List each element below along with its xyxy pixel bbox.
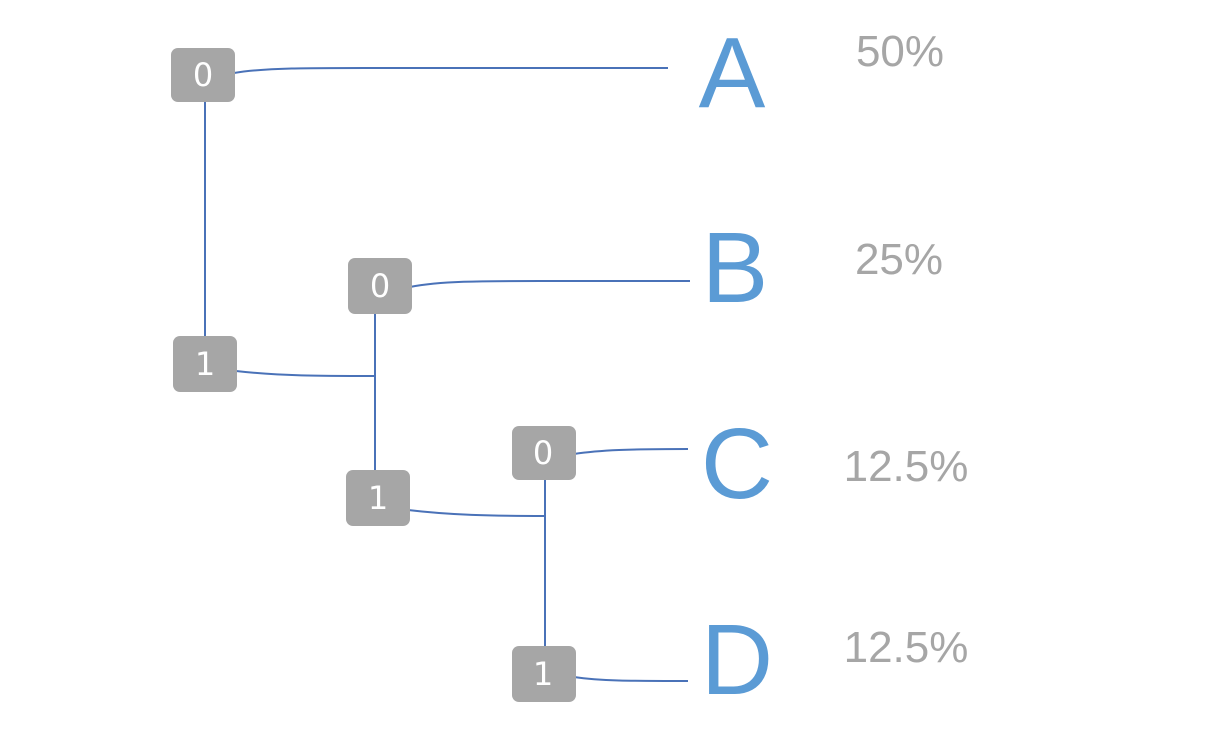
leaf-a-label: A: [699, 17, 766, 129]
leaf-b-label: B: [702, 212, 769, 324]
node-label: 1: [533, 655, 553, 693]
node-n110: 0: [512, 426, 576, 480]
edges: [204, 66, 690, 682]
leaf-c-label: C: [701, 408, 773, 520]
node-label: 1: [368, 479, 388, 517]
probability-a: 50%: [856, 27, 944, 76]
probability-c: 12.5%: [844, 442, 969, 491]
node-label: 1: [195, 345, 215, 383]
probability-b: 25%: [855, 235, 943, 284]
node-label: 0: [193, 56, 213, 94]
edge-n110-C: [573, 448, 689, 455]
edge-n1-junction: [235, 370, 376, 377]
edge-n111-D: [573, 676, 689, 682]
leaf-d-label: D: [701, 604, 773, 716]
node-n1: 1: [173, 336, 237, 392]
node-label: 0: [370, 267, 390, 305]
probability-d: 12.5%: [844, 623, 969, 672]
node-n10: 0: [348, 258, 412, 314]
node-n0: 0: [171, 48, 235, 102]
node-n11: 1: [346, 470, 410, 526]
node-label: 0: [533, 434, 553, 472]
edge-n0-A: [233, 66, 668, 74]
edge-n10-B: [409, 280, 690, 288]
node-n111: 1: [512, 646, 576, 702]
edge-n11-junction: [407, 509, 546, 517]
